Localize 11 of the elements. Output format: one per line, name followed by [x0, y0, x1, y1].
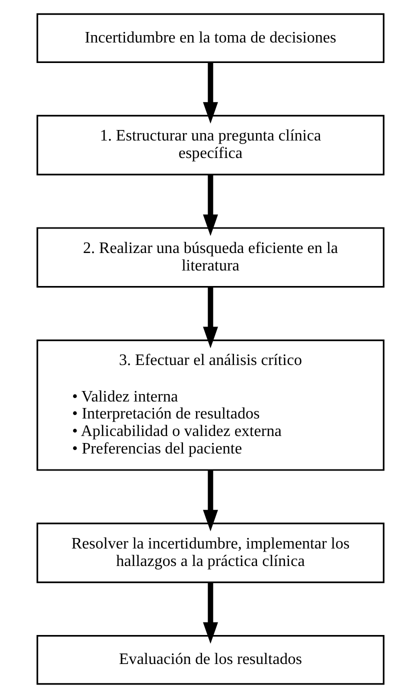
arrow: [202, 582, 218, 644]
node-box: Resolver la incertidumbre, implementar los hallazgos a la práctica clínica: [36, 522, 384, 584]
node-box: 2. Realizar una búsqueda eficiente en la literatura: [36, 227, 384, 288]
arrow: [202, 174, 218, 236]
arrow: [202, 287, 218, 348]
node-box: 3. Efectuar el análisis crítico • Validez interna • Interpretación de resultados • Aplicabilidad o validez externa • Preferencias del paciente: [36, 340, 384, 471]
arrow: [202, 470, 218, 532]
node-box: 1. Estructurar una pregunta clínica específica: [36, 114, 384, 176]
node-box: Evaluación de los resultados: [36, 635, 384, 685]
node-box: Incertidumbre en la toma de decisiones: [36, 13, 384, 63]
arrow: [202, 62, 218, 124]
